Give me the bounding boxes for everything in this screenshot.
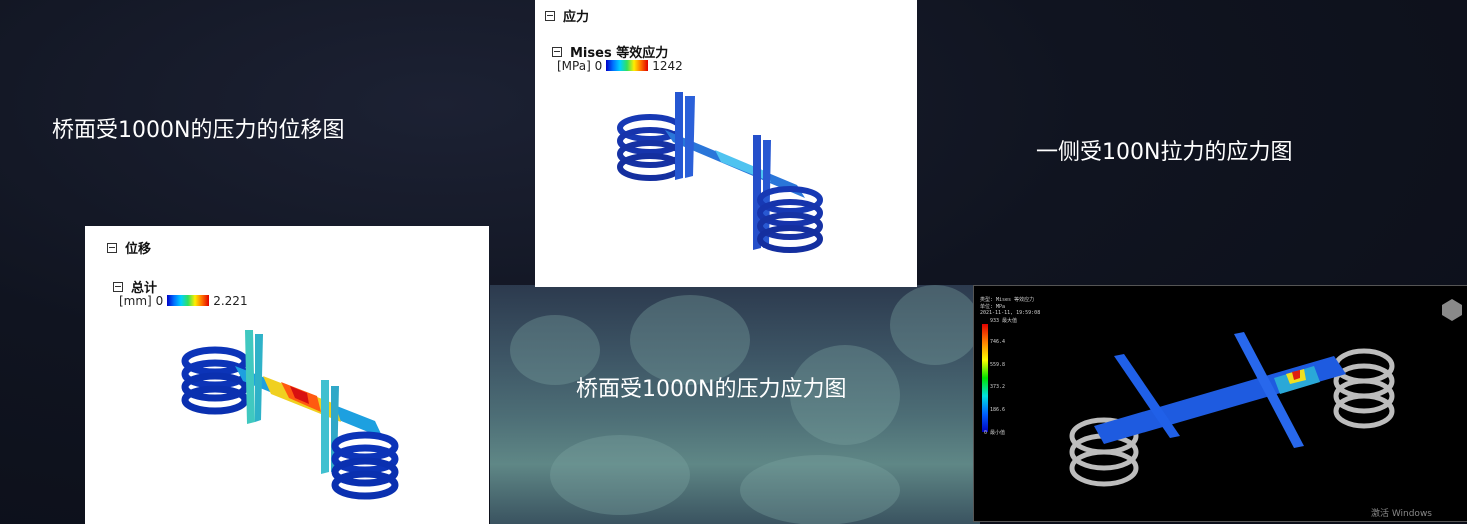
legend-color-bar [167, 295, 210, 306]
legend-color-bar [606, 60, 649, 71]
render-header-type: 类型: Mises 等效应力 [980, 297, 1035, 303]
render-tick-2: 559.8 [990, 362, 1006, 368]
legend-max: 2.221 [213, 294, 248, 308]
stress-result-panel: 应力 Mises 等效应力 [MPa] 0 1242 [535, 0, 917, 287]
collapse-icon[interactable] [113, 282, 123, 292]
legend-min: 0 [594, 59, 603, 73]
collapse-icon[interactable] [107, 243, 117, 253]
stress-group-label: 应力 [563, 10, 590, 25]
legend-min: 0 [155, 294, 164, 308]
total-item-header[interactable]: 总计 [113, 277, 157, 296]
forest-background [490, 285, 980, 524]
render-tick-1: 746.4 [990, 339, 1006, 345]
render-color-scale [982, 324, 988, 432]
displacement-group-header[interactable]: 位移 [107, 238, 151, 257]
render-header-unit: 单位: MPa [980, 304, 1006, 310]
mises-item-label: Mises 等效应力 [570, 46, 669, 61]
legend-max: 1242 [652, 59, 683, 73]
tension-stress-render: 类型: Mises 等效应力 单位: MPa 2021-11-11, 19:59… [973, 285, 1467, 522]
caption-pressure-stress: 桥面受1000N的压力应力图 [576, 377, 847, 402]
bridge-tension-model [1069, 332, 1395, 487]
legend-unit: [MPa] [557, 59, 591, 73]
legend-unit: [mm] [119, 294, 152, 308]
bridge-stress-model [617, 92, 823, 253]
caption-displacement: 桥面受1000N的压力的位移图 [52, 118, 345, 143]
collapse-icon[interactable] [552, 47, 562, 57]
mises-item-header[interactable]: Mises 等效应力 [552, 42, 668, 61]
caption-tension-stress: 一侧受100N拉力的应力图 [1036, 140, 1293, 165]
collapse-icon[interactable] [545, 11, 555, 21]
windows-activation-watermark: 激活 Windows [1370, 509, 1432, 519]
view-cube-icon[interactable] [1440, 298, 1464, 322]
bridge-displacement-model [181, 330, 399, 500]
render-max-label: 933 最大值 [990, 318, 1018, 324]
stress-legend: [MPa] 0 1242 [557, 59, 683, 73]
stress-group-header[interactable]: 应力 [545, 6, 589, 25]
displacement-legend: [mm] 0 2.221 [119, 294, 248, 308]
displacement-group-label: 位移 [125, 242, 152, 257]
render-tick-3: 373.2 [990, 384, 1006, 390]
displacement-result-panel: 位移 总计 [mm] 0 2.221 [85, 226, 489, 524]
total-item-label: 总计 [131, 281, 158, 296]
render-tick-4: 186.6 [990, 407, 1006, 413]
render-header-date: 2021-11-11, 19:59:08 [980, 310, 1041, 316]
render-min-label: 0 最小值 [984, 430, 1006, 436]
